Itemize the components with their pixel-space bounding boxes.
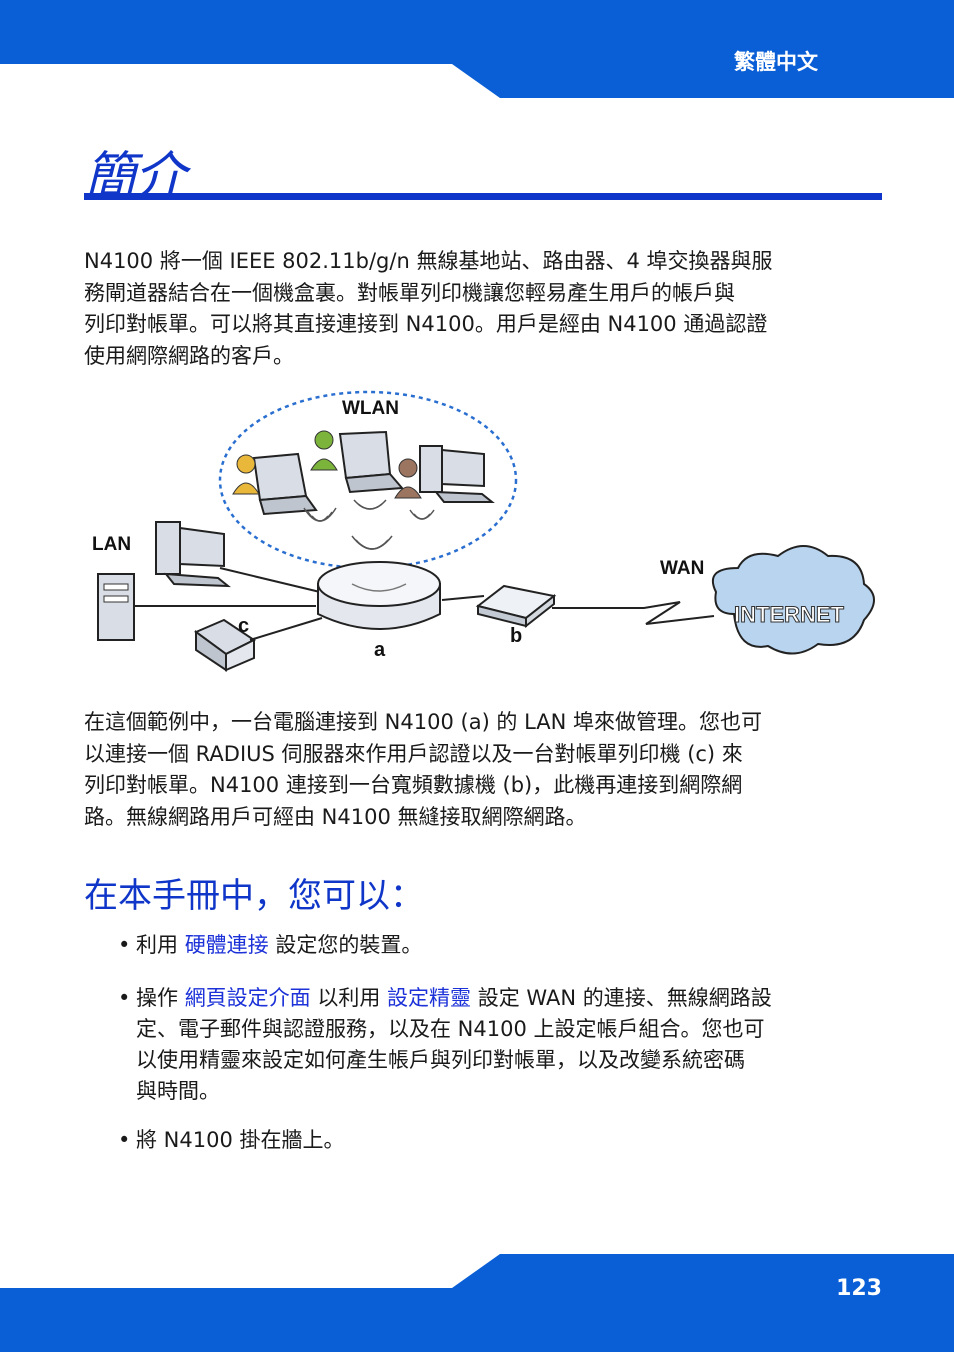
desktop-computer-icon [155, 521, 231, 588]
bullet-text: 將 N4100 掛在牆上。 [136, 1125, 896, 1156]
intro-line: 列印對帳單。可以將其直接連接到 N4100。用戶是經由 N4100 通過認證 [84, 312, 768, 336]
bullet-text-part: 設定您的裝置。 [268, 933, 423, 957]
wlan-zone [218, 390, 518, 570]
router-icon [317, 561, 441, 630]
bullet-text-part: 利用 [136, 933, 185, 957]
lan-label: LAN [92, 534, 131, 555]
bullet-text: 操作 網頁設定介面 以利用 設定精靈 設定 WAN 的連接、無線網路設 定、電子… [136, 983, 896, 1107]
wifi-signal-icon [303, 499, 435, 550]
intro-line: 使用網際網路的客戶。 [84, 343, 294, 368]
bullet-dot: • [118, 1128, 131, 1152]
intro-line: 務閘道器結合在一個機盒裏。對帳單列印機讓您輕易產生用戶的帳戶與 [84, 280, 735, 305]
internet-cloud-icon: INTERNET [711, 545, 875, 655]
label-b: b [510, 625, 522, 647]
description-paragraph: 在這個範例中，一台電腦連接到 N4100 (a) 的 LAN 埠來做管理。您也可… [84, 707, 884, 833]
description-line: 列印對帳單。N4100 連接到一台寬頻數據機 (b)，此機再連接到網際網 [84, 773, 743, 797]
server-icon [97, 573, 135, 641]
bullet-text-part: 以利用 [310, 986, 388, 1010]
bullet-dot: • [118, 933, 131, 957]
desktop-computer-icon [394, 445, 495, 503]
bullet-text-part: 設定 WAN 的連接、無線網路設 [471, 986, 772, 1010]
modem-icon [475, 584, 557, 629]
language-label: 繁體中文 [734, 50, 818, 74]
intro-paragraph: N4100 將一個 IEEE 802.11b/g/n 無線基地站、路由器、4 埠… [84, 246, 884, 372]
bullet-line: 以使用精靈來設定如何產生帳戶與列印對帳單，以及改變系統密碼 [136, 1048, 745, 1072]
intro-line: N4100 將一個 IEEE 802.11b/g/n 無線基地站、路由器、4 埠… [84, 249, 773, 273]
description-line: 以連接一個 RADIUS 伺服器來作用戶認證以及一台對帳單列印機 (c) 來 [84, 741, 743, 766]
bottom-banner [0, 1254, 954, 1352]
bullet-line: 定、電子郵件與認證服務，以及在 N4100 上設定帳戶組合。您也可 [136, 1017, 765, 1041]
title-divider [84, 193, 882, 200]
wan-label: WAN [660, 558, 704, 579]
wlan-label: WLAN [342, 398, 399, 419]
bullet-dot: • [118, 986, 131, 1010]
top-banner [0, 0, 954, 98]
label-c: c [238, 615, 249, 637]
bullet-text: 利用 硬體連接 設定您的裝置。 [136, 930, 896, 961]
bullet-line: 與時間。 [136, 1079, 220, 1103]
label-a: a [374, 639, 386, 661]
web-configurator-link[interactable]: 網頁設定介面 [184, 986, 311, 1010]
laptop-icon [232, 452, 318, 516]
hardware-connections-link[interactable]: 硬體連接 [184, 933, 269, 957]
page-number: 123 [836, 1276, 882, 1301]
laptop-icon [310, 430, 405, 494]
description-line: 在這個範例中，一台電腦連接到 N4100 (a) 的 LAN 埠來做管理。您也可 [84, 710, 763, 734]
setup-wizard-link[interactable]: 設定精靈 [387, 986, 472, 1010]
section-heading: 在本手冊中，您可以： [84, 876, 424, 916]
network-diagram: WLAN LAN c [92, 390, 875, 672]
printer-icon [193, 618, 256, 672]
internet-label: INTERNET [734, 602, 845, 627]
description-line: 路。無線網路用戶可經由 N4100 無縫接取網際網路。 [84, 804, 587, 829]
bullet-text-part: 操作 [136, 986, 185, 1010]
bullet-line: 將 N4100 掛在牆上。 [136, 1128, 345, 1152]
network-cable [134, 567, 715, 641]
